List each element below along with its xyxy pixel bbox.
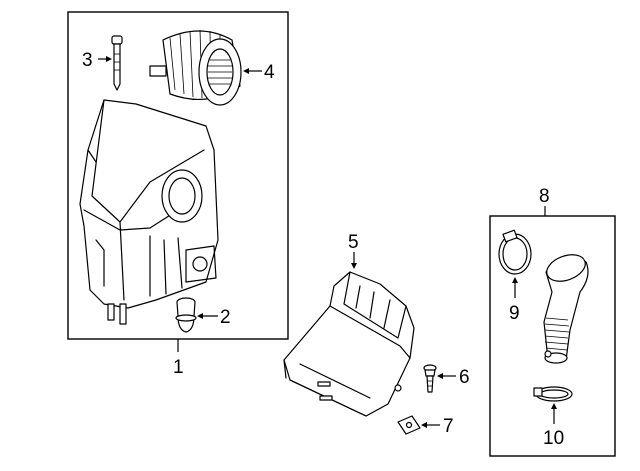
bolt-part-3[interactable] <box>111 35 123 91</box>
air-duct-part-5[interactable] <box>283 271 415 417</box>
clip-nut-part-7[interactable] <box>397 415 421 435</box>
leader-lines <box>98 56 557 428</box>
filter-element-part-4[interactable] <box>149 29 242 106</box>
clamp-part-9[interactable] <box>498 229 532 275</box>
callout-1: 1 <box>173 357 184 378</box>
air-filter-housing-part-1[interactable] <box>79 99 219 325</box>
callout-2: 2 <box>220 307 231 328</box>
callout-7: 7 <box>443 416 454 437</box>
assembly-box-right <box>489 215 616 457</box>
callout-6: 6 <box>459 367 470 388</box>
bolt-part-6[interactable] <box>423 364 437 393</box>
callout-8: 8 <box>539 186 550 207</box>
callout-4: 4 <box>264 62 275 83</box>
clamp-part-10[interactable] <box>533 386 573 402</box>
callout-5: 5 <box>348 232 359 253</box>
callout-3: 3 <box>82 50 93 71</box>
callout-9: 9 <box>509 303 520 324</box>
callout-10: 10 <box>543 428 564 449</box>
grommet-part-2[interactable] <box>175 297 197 333</box>
intake-hose-part-8[interactable] <box>543 250 589 364</box>
